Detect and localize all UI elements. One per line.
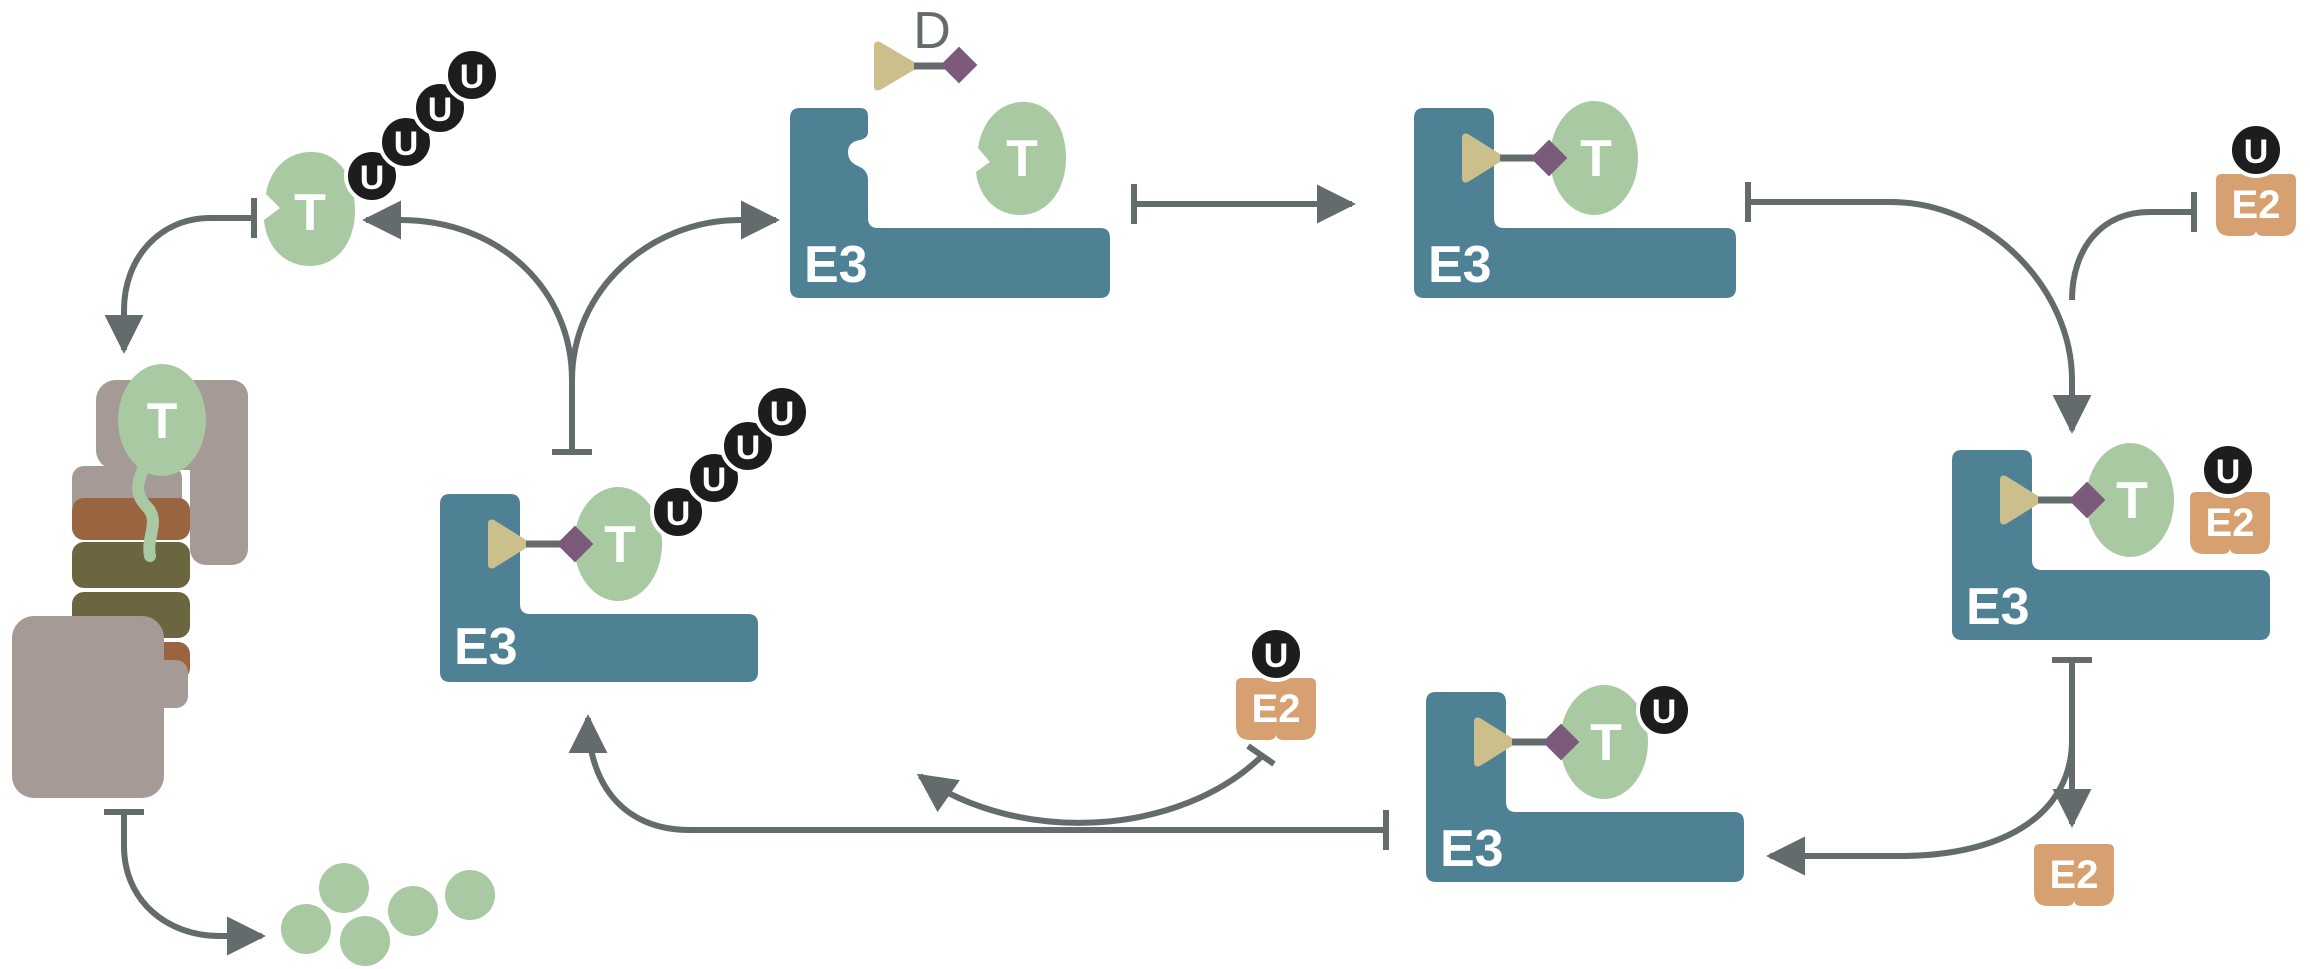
degrader-target-ligand — [556, 525, 594, 563]
e2-ubiquitin-conjugate: E2 U — [2216, 122, 2296, 236]
peptide-fragments — [281, 863, 495, 966]
released-e2: E2 — [2034, 844, 2114, 906]
arrow-to-proteasome — [104, 215, 254, 354]
arrow-tail-bar — [1246, 743, 1276, 767]
ubiquitin — [378, 114, 434, 170]
target-label: T — [1006, 130, 1038, 188]
polyubiquitinated-target: T U U U U — [264, 47, 500, 266]
proteasome-ring-2 — [72, 542, 190, 588]
peptide — [388, 886, 438, 936]
ubiquitin-label: U — [2216, 453, 2241, 491]
ubiquitin-label: U — [1652, 693, 1677, 731]
arrow-degrader-recycling — [569, 200, 780, 381]
ubiquitin — [444, 47, 500, 103]
target-protein — [1550, 101, 1638, 215]
target-label: T — [2116, 472, 2148, 530]
e2-label: E2 — [2050, 853, 2099, 897]
arrow-e2-recruitment — [1748, 199, 2092, 434]
target-protein — [2086, 443, 2174, 557]
pathway-arrows — [104, 182, 2197, 956]
e3-label: E3 — [1428, 236, 1492, 294]
degrader-e3-ligand — [1474, 717, 1514, 767]
free-degrader: D — [874, 2, 978, 91]
ubiquitin-label: U — [702, 461, 727, 499]
arrow-e2-join — [2069, 209, 2194, 301]
target-unfolding-tail — [132, 444, 159, 562]
degrader-label: D — [913, 2, 951, 60]
proteasome-cap-bottom-right — [128, 660, 188, 708]
ubiquitin — [2200, 442, 2256, 498]
ubiquitin-chain: U U U U — [650, 384, 810, 540]
ubiquitin-label: U — [394, 125, 419, 163]
ubiquitin-label: U — [736, 429, 761, 467]
e3-body — [790, 108, 1110, 298]
e2-label: E2 — [1252, 687, 1301, 731]
peptide — [340, 916, 390, 966]
degrader-e3-ligand — [1462, 133, 1502, 183]
degrader-target-ligand — [2068, 481, 2106, 519]
e3-ligase-unbound: E3 — [790, 108, 1110, 298]
target-protein — [264, 151, 355, 266]
ubiquitin — [754, 384, 810, 440]
polyubiquitinated-complex: E3 T U U U U — [440, 384, 810, 682]
monoubiquitinated-complex: E3 T U — [1426, 682, 1744, 882]
ubiquitin — [1248, 626, 1304, 682]
free-target: T — [976, 101, 1066, 215]
peptide — [445, 870, 495, 920]
ubiquitin-label: U — [2244, 133, 2269, 171]
proteasome: T — [12, 364, 248, 798]
target-protein — [976, 101, 1066, 215]
ubiquitin-label: U — [770, 395, 795, 433]
ubiquitin-label: U — [666, 495, 691, 533]
target-label: T — [604, 516, 636, 574]
degrader-e3-ligand — [2000, 475, 2040, 525]
e2-enzyme — [1236, 678, 1316, 740]
target-in-proteasome — [118, 364, 206, 476]
e2-enzyme — [2190, 492, 2270, 554]
target-label: T — [147, 393, 178, 449]
ubiquitin — [2228, 122, 2284, 178]
e3-body — [1414, 108, 1736, 298]
proteasome-cap-bottom — [12, 616, 164, 798]
ubiquitin — [720, 418, 776, 474]
e2-label: E2 — [2232, 183, 2281, 227]
e3-label: E3 — [1966, 578, 2030, 636]
target-label: T — [1590, 714, 1622, 772]
e3-label: E3 — [454, 618, 518, 676]
degrader-e3-ligand — [874, 41, 916, 91]
ubiquitin-label: U — [1264, 637, 1289, 675]
degrader-target-ligand — [1542, 723, 1580, 761]
arrow-e2-cycle — [916, 753, 1265, 826]
target-protein — [1560, 685, 1648, 799]
target-protein — [574, 487, 662, 601]
proteasome-ring-1 — [72, 498, 190, 540]
ubiquitin — [650, 484, 706, 540]
degrader-target-ligand — [940, 46, 978, 84]
ubiquitin — [686, 450, 742, 506]
e2-ubiquitin-conjugate-recycle: E2 U — [1236, 626, 1316, 740]
e2-enzyme — [2034, 844, 2114, 906]
e2-enzyme — [2216, 174, 2296, 236]
ubiquitin — [1636, 682, 1692, 738]
e3-label: E3 — [1440, 820, 1504, 878]
ubiquitin-label: U — [428, 91, 453, 129]
degrader-target-ligand — [1530, 139, 1568, 177]
e2-label: E2 — [2206, 501, 2255, 545]
peptide — [319, 863, 369, 913]
arrow-polyubiquitination — [568, 714, 1386, 833]
degrader-e3-ligand — [488, 519, 528, 569]
arrow-degradation — [121, 812, 266, 956]
ubiquitin-label: U — [360, 159, 385, 197]
target-label: T — [1580, 130, 1612, 188]
target-label: T — [294, 184, 326, 242]
peptide — [281, 904, 331, 954]
e3-label: E3 — [804, 236, 868, 294]
ubiquitin-label: U — [460, 58, 485, 96]
ternary-complex-with-e2: E3 T E2 U — [1952, 442, 2270, 640]
arrow-target-release — [362, 200, 575, 381]
arrow-ubiquitin-transfer — [1766, 660, 2075, 876]
ubiquitin-chain: U U U U — [344, 47, 500, 204]
ternary-complex: E3 T — [1414, 101, 1736, 298]
